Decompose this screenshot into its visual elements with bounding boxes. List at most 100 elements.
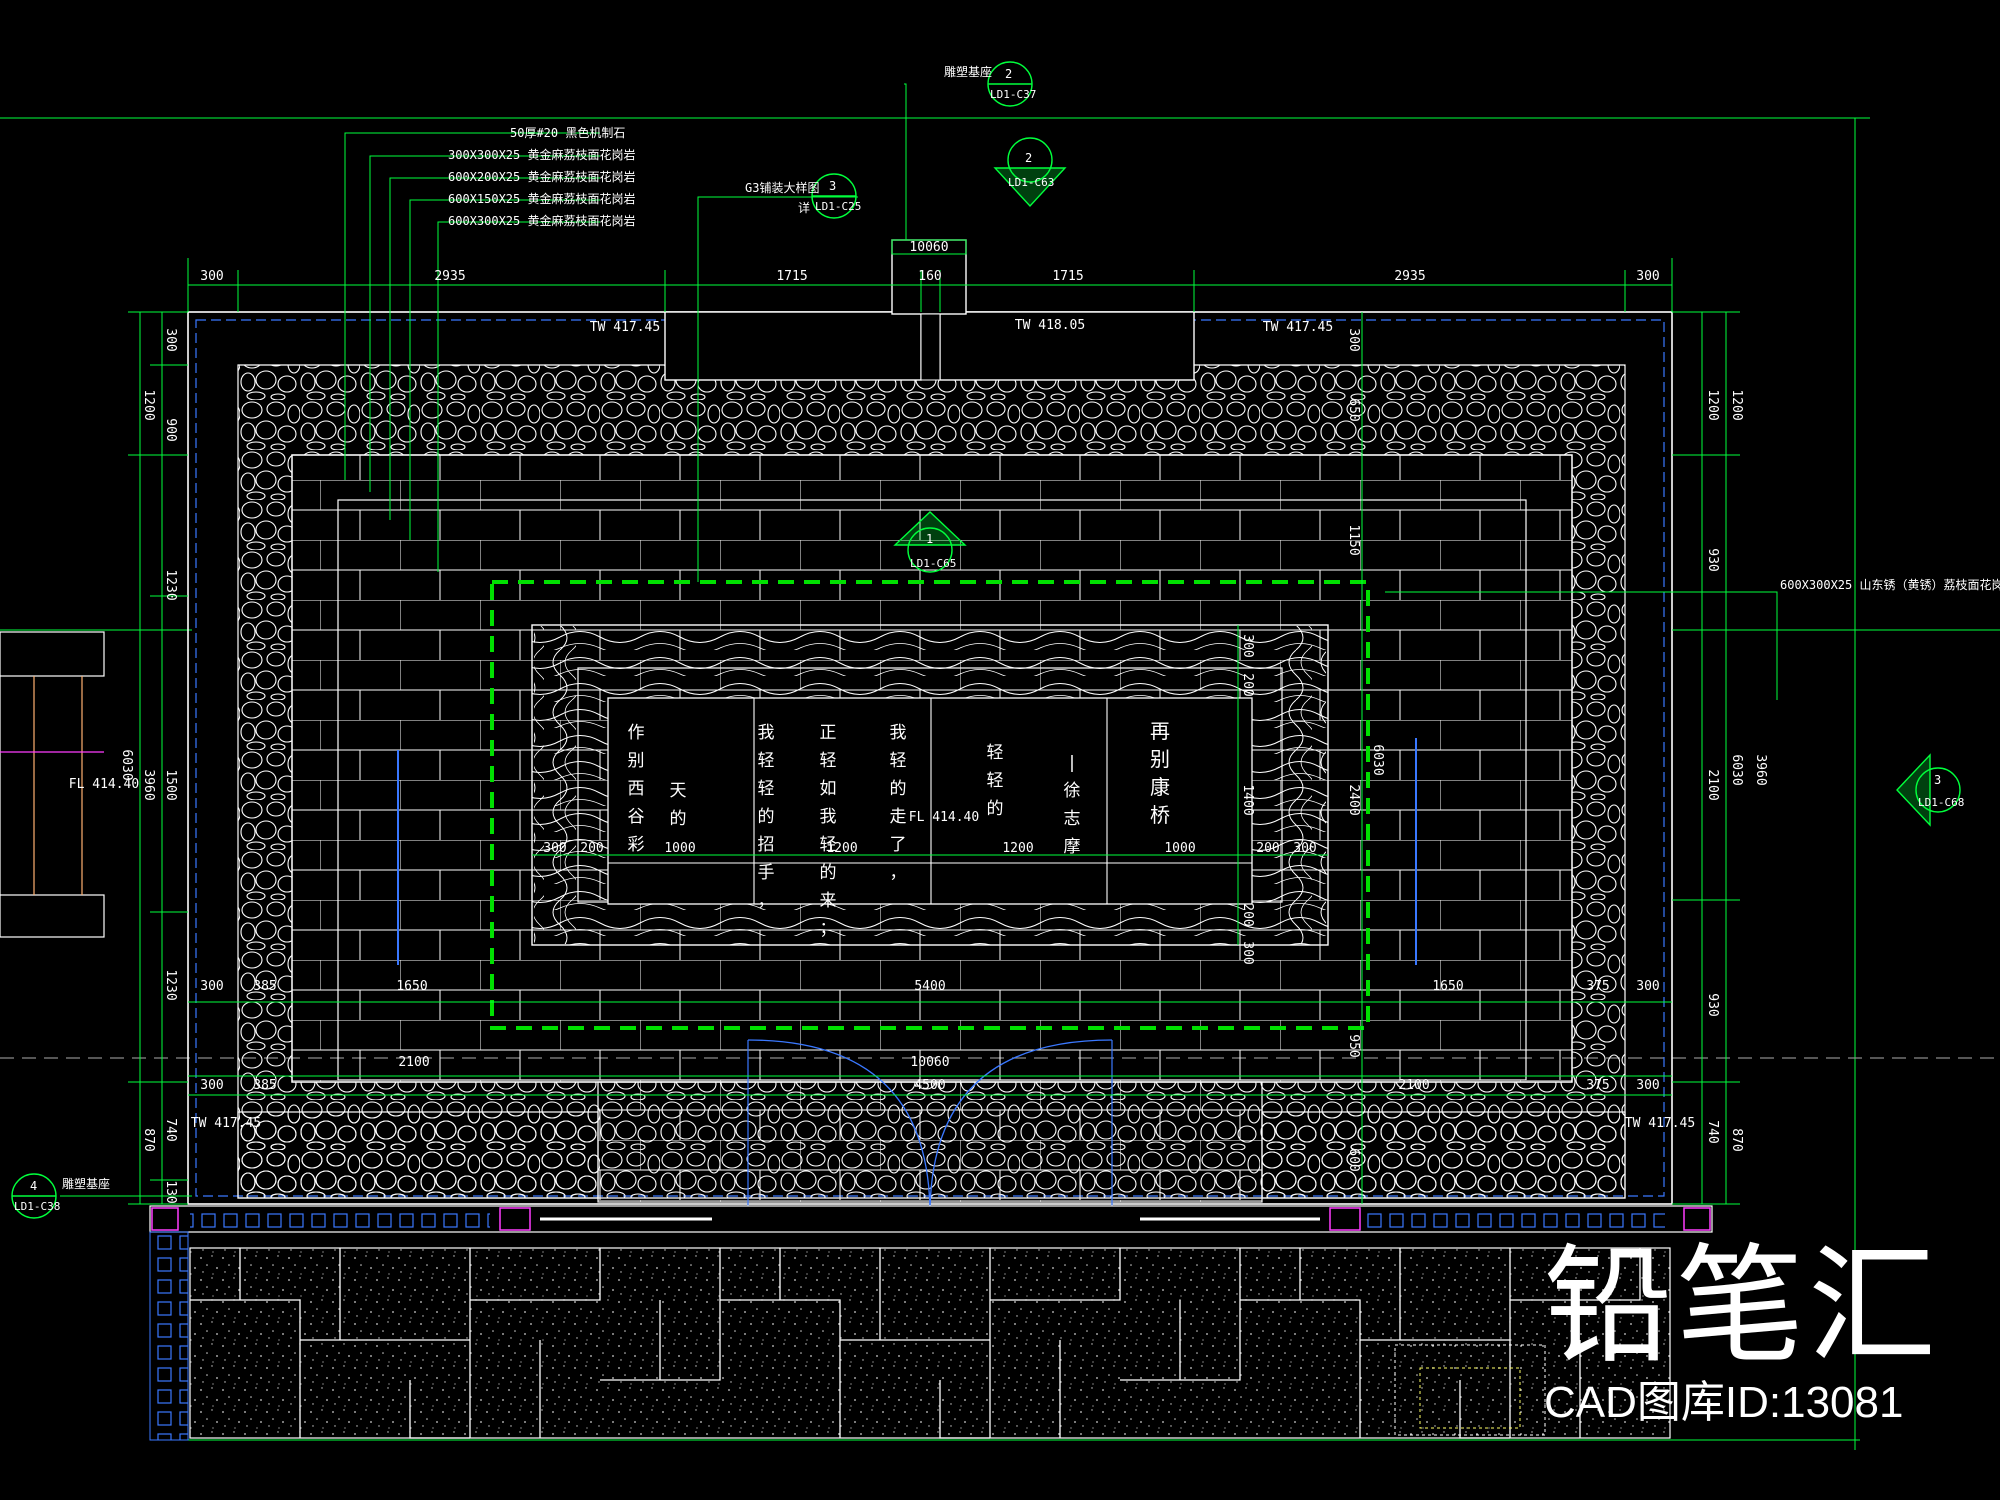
entry-paving [597,1081,1263,1203]
dim-row-c-4: 2100 [1398,1078,1429,1093]
dim-left-inner-3: 1230 [163,569,178,600]
callout-detail-sub: 详 [798,200,810,215]
poem-glyph: 谷 [628,807,645,827]
poem-glyph: 了 [890,835,907,855]
poem-glyph: 天 [670,781,687,801]
poem-glyph: 再 [1150,719,1170,743]
dim-left-inner-4: 3960 [141,769,156,800]
poem-glyph: ； [820,919,837,939]
dim-top-total: 10060 [909,240,948,255]
dim-pond-v-2: 200 [1240,673,1255,696]
dim-top-6: 2935 [1394,269,1425,284]
dim-row-a-4: 5400 [914,979,945,994]
poem-glyph: 轻 [758,779,775,799]
callout-top-text: 雕塑基座 [944,64,992,79]
left-stair [0,631,105,938]
dim-row-c-3: 4500 [914,1078,945,1093]
poem-glyph: 彩 [628,835,645,855]
top-center-slot [920,313,941,381]
dim-pond-h-7: 200 [1256,841,1279,856]
level-tw-mid: TW 418.05 [1015,318,1085,333]
dim-pond-h-1: 300 [543,841,566,856]
dim-right-outer-1: 1200 [1729,389,1744,420]
material-label-3: 600X200X25 黄金麻荔枝面花岗岩 [448,169,635,184]
brand-id-label: CAD图库ID:13081 [1543,1378,1904,1428]
material-labels: 50厚#20 黑色机制石 300X300X25 黄金麻荔枝面花岗岩 600X20… [448,126,2000,592]
poem-glyph: 正 [820,723,837,743]
poem-glyph: 的 [758,807,775,827]
dim-pond-h-5: 1200 [1002,841,1033,856]
callout-left-ref: LD1-C38 [14,1200,60,1213]
poem-glyph: 轻 [820,751,837,771]
dim-top-4: 160 [918,269,941,284]
cobble-bed-left [237,1111,599,1199]
callout-left-num: 4 [30,1179,37,1193]
poem-glyph: 别 [1150,747,1170,771]
dim-row-c-2: 385 [253,1078,276,1093]
poem-glyph: 手 [758,863,775,883]
dim-row-a-6: 375 [1586,979,1609,994]
dim-right-inner-4: 2100 [1705,769,1720,800]
dim-left-inner-2: 900 [163,418,178,441]
poem-glyph: 轻 [987,743,1004,763]
poem-glyph: 的 [987,799,1004,819]
callout-right-ref: LD1-C68 [1918,796,1964,809]
dim-top-2: 2935 [434,269,465,284]
green-dashed-boundary [490,580,1370,1030]
dim-left-inner-8: 130 [163,1180,178,1203]
poem-glyph: 轻 [820,835,837,855]
poem-glyph: 别 [628,751,645,771]
dim-right-inner-6: 740 [1705,1120,1720,1143]
poem-glyph: 轻 [758,751,775,771]
pond-swirl-right [1282,626,1326,944]
callout-tri-top-ref: LD1-C63 [1008,176,1054,189]
top-wall-left [664,311,922,381]
pond-swirl-left [534,626,578,944]
dim-left-inner-1: 300 [163,328,178,351]
level-tw-bottom-left: TW 417.45 [191,1116,261,1131]
dim-row-c-5: 375 [1586,1078,1609,1093]
level-tw-left: TW 417.45 [590,320,660,335]
material-label-4: 600X150X25 黄金麻荔枝面花岗岩 [448,191,635,206]
poem-stone-dividers [608,698,1252,904]
dim-row-c-1: 300 [200,1078,223,1093]
poem-glyph: | [1067,753,1077,773]
entry-arcs [747,1039,1113,1216]
material-label-2: 300X300X25 黄金麻荔枝面花岗岩 [448,147,635,162]
poem-glyph: 摩 [1064,837,1081,857]
callout-tri-top-num: 2 [1025,151,1032,165]
dim-inner-v-5: 2400 [1346,784,1361,815]
fret-pattern-paving [189,1247,1671,1439]
dim-pond-v-4: 200 [1240,903,1255,926]
bottom-paving-band [149,1205,1713,1441]
dim-left-outer-3: 870 [141,1128,156,1151]
material-label-1: 50厚#20 黑色机制石 [510,126,625,140]
poem-glyph: 桥 [1150,803,1170,827]
brick-paving-inner [337,499,1527,1081]
dim-row-a-2: 385 [253,979,276,994]
axis-lines [0,117,2000,1450]
dim-left-inner-7: 740 [163,1118,178,1141]
poem-stone [607,697,1253,905]
dim-inner-v-3: 1150 [1346,524,1361,555]
dim-left-outer-1: 1200 [141,389,156,420]
dim-right-inner-1: 1200 [1705,389,1720,420]
callout-symbols [11,61,1961,1219]
dim-left-inner-6: 1230 [163,969,178,1000]
level-tw-right: TW 417.45 [1263,320,1333,335]
callout-right-num: 3 [1934,773,1941,787]
poem-glyph: 作 [628,723,645,743]
poem-glyph: ， [758,891,775,911]
dim-row-b-2: 10060 [910,1055,949,1070]
poem-glyph: 我 [890,723,907,743]
dim-pond-h-6: 1000 [1164,841,1195,856]
dim-right-inner-3: 3960 [1753,754,1768,785]
callout-detail-text: G3铺装大样图 [745,180,819,195]
poem-glyph: 的 [670,809,687,829]
callout-top-ref: LD1-C37 [990,88,1036,101]
poem-glyph: ， [890,863,907,883]
dim-inner-v-7: 600 [1346,1148,1361,1171]
dim-right-outer-2: 6030 [1729,754,1744,785]
